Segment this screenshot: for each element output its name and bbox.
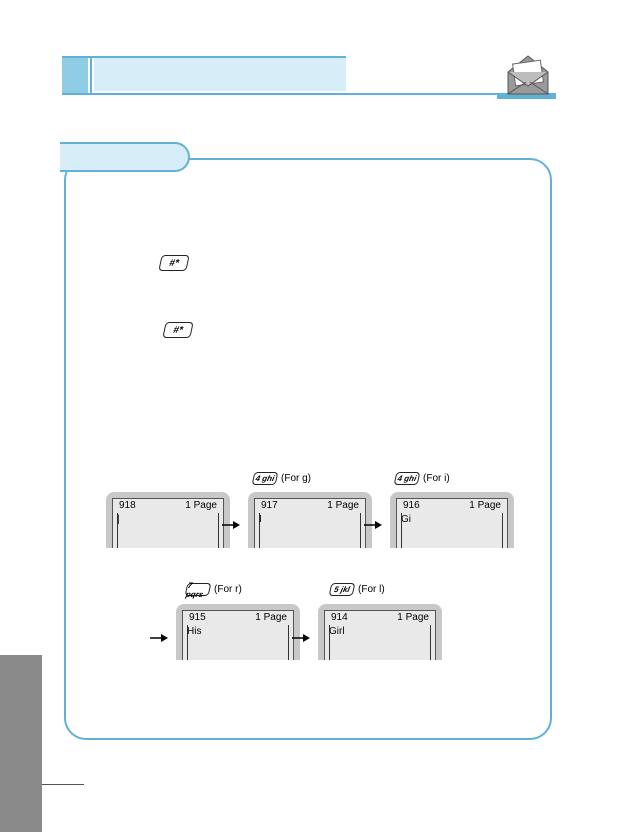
display: 917 1 Page I bbox=[254, 498, 366, 548]
arrow-right-icon bbox=[150, 629, 168, 642]
status-line: 916 1 Page bbox=[403, 500, 501, 511]
caption-for-r: 7 pqrs (For r) bbox=[184, 580, 242, 599]
text-area bbox=[187, 625, 289, 660]
key-label: 4 ghi bbox=[396, 474, 418, 483]
header-title-bar bbox=[94, 58, 346, 91]
key-label: 4 ghi bbox=[254, 474, 276, 483]
page-indicator: 1 Page bbox=[327, 500, 359, 511]
hash-key-label: #* bbox=[168, 257, 180, 269]
text-area bbox=[329, 625, 431, 660]
page-indicator: 1 Page bbox=[397, 612, 429, 623]
text-area bbox=[401, 513, 503, 548]
caption-text: (For l) bbox=[358, 584, 385, 595]
key-7-icon: 7 pqrs bbox=[184, 580, 212, 599]
entered-text: Gi bbox=[401, 514, 411, 525]
display: 914 1 Page Girl bbox=[324, 610, 436, 660]
caption-text: (For r) bbox=[214, 584, 242, 595]
envelope-icon bbox=[500, 50, 556, 98]
key-4-icon: 4 ghi bbox=[251, 472, 279, 485]
arrow-right-icon bbox=[222, 516, 240, 529]
caption-text: (For g) bbox=[281, 473, 311, 484]
phone-screen: 918 1 Page | bbox=[106, 492, 230, 548]
phone-screen: 916 1 Page Gi bbox=[390, 492, 514, 548]
text-area bbox=[259, 513, 361, 548]
header-chapter-square bbox=[62, 58, 88, 94]
display: 918 1 Page | bbox=[112, 498, 224, 548]
entered-text: His bbox=[187, 626, 202, 637]
key-4-icon: 4 ghi bbox=[393, 472, 421, 485]
key-label: 7 pqrs bbox=[185, 580, 205, 599]
display: 916 1 Page Gi bbox=[396, 498, 508, 548]
status-line: 917 1 Page bbox=[261, 500, 359, 511]
section-tab bbox=[60, 142, 190, 172]
page-indicator: 1 Page bbox=[469, 500, 501, 511]
text-area bbox=[117, 513, 219, 548]
footer-rule bbox=[42, 784, 84, 785]
hash-key-label: #* bbox=[172, 324, 184, 336]
entered-text: Girl bbox=[329, 626, 345, 637]
key-label: 5 jkl bbox=[333, 585, 351, 594]
header-divider bbox=[90, 58, 92, 94]
page-indicator: 1 Page bbox=[185, 500, 217, 511]
hash-key-icon: #* bbox=[162, 322, 194, 338]
content-frame bbox=[64, 158, 552, 740]
header-top-rule bbox=[62, 56, 346, 58]
char-count: 914 bbox=[331, 612, 348, 623]
entered-text: I bbox=[259, 514, 262, 525]
phone-screen: 914 1 Page Girl bbox=[318, 604, 442, 660]
caption-for-l: 5 jkl (For l) bbox=[328, 583, 385, 596]
char-count: 915 bbox=[189, 612, 206, 623]
entered-text: | bbox=[117, 514, 120, 525]
envelope-underline bbox=[497, 95, 556, 99]
arrow-right-icon bbox=[364, 516, 382, 529]
caption-for-i: 4 ghi (For i) bbox=[393, 472, 450, 485]
char-count: 917 bbox=[261, 500, 278, 511]
char-count: 918 bbox=[119, 500, 136, 511]
hash-key-icon: #* bbox=[158, 255, 190, 271]
phone-screen: 917 1 Page I bbox=[248, 492, 372, 548]
status-line: 915 1 Page bbox=[189, 612, 287, 623]
page-indicator: 1 Page bbox=[255, 612, 287, 623]
header-rule bbox=[62, 93, 556, 95]
char-count: 916 bbox=[403, 500, 420, 511]
arrow-right-icon bbox=[292, 629, 310, 642]
chapter-side-tab bbox=[0, 655, 42, 832]
phone-screen: 915 1 Page His bbox=[176, 604, 300, 660]
caption-text: (For i) bbox=[423, 473, 450, 484]
caption-for-g: 4 ghi (For g) bbox=[251, 472, 311, 485]
key-5-icon: 5 jkl bbox=[328, 583, 356, 596]
status-line: 914 1 Page bbox=[331, 612, 429, 623]
status-line: 918 1 Page bbox=[119, 500, 217, 511]
display: 915 1 Page His bbox=[182, 610, 294, 660]
